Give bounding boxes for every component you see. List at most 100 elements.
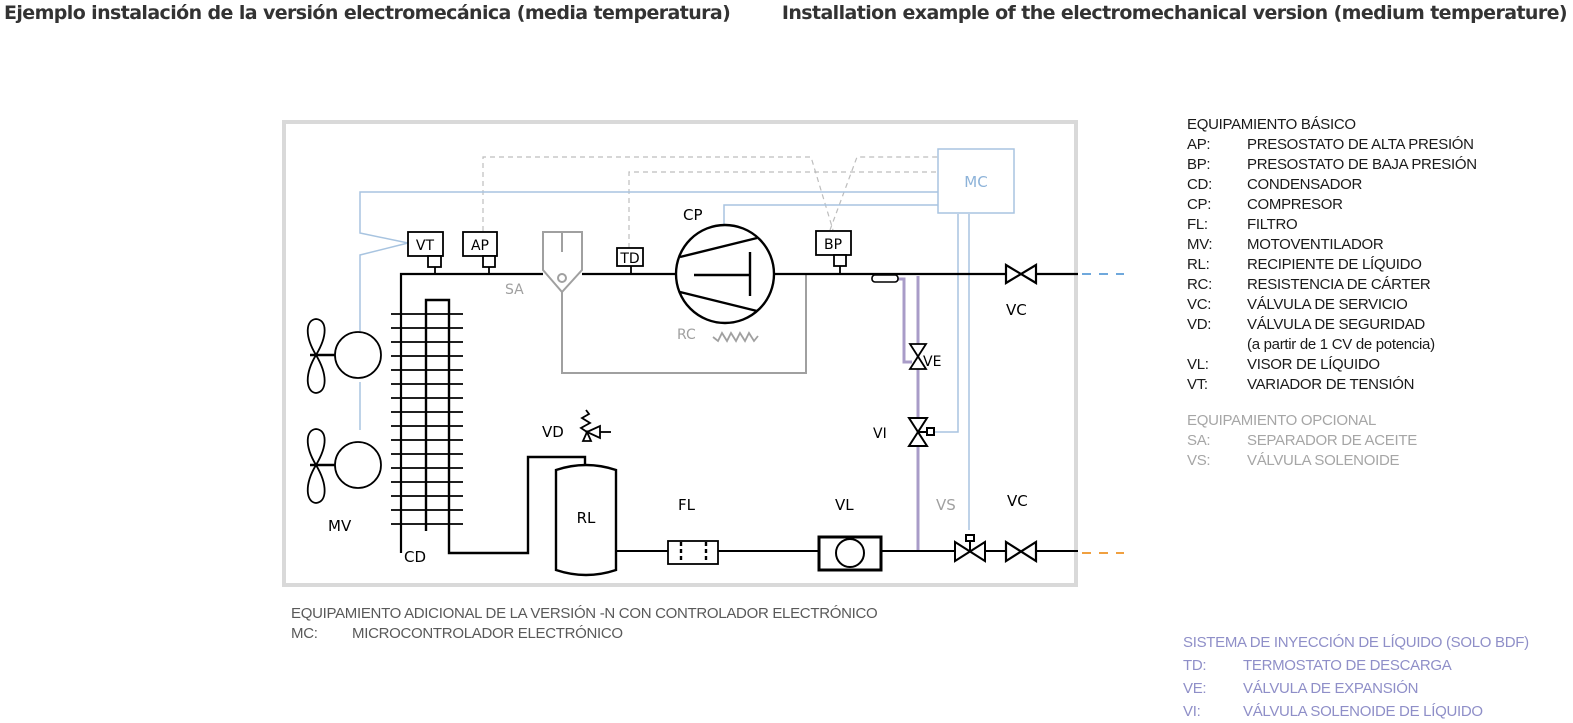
legend-item: SA: SEPARADOR DE ACEITE (1187, 431, 1417, 451)
legend-item: CP: COMPRESOR (1187, 195, 1477, 215)
signal-lines (482, 156, 939, 248)
legend-basic-heading: EQUIPAMIENTO BÁSICO (1187, 116, 1356, 133)
legend-item-code: SA: (1187, 432, 1211, 449)
legend-item-code: AP: (1187, 136, 1211, 153)
legend-item-description: FILTRO (1247, 216, 1298, 233)
legend-injection-heading: SISTEMA DE INYECCIÓN DE LÍQUIDO (SOLO BD… (1183, 634, 1529, 651)
legend-item: FL: FILTRO (1187, 215, 1477, 235)
label-vt: VT (416, 238, 435, 254)
label-cp: CP (683, 206, 703, 224)
fan-motor-1 (306, 318, 382, 394)
legend-item-description: VÁLVULA DE SERVICIO (1247, 296, 1408, 313)
label-vl: VL (835, 496, 854, 514)
filter (667, 540, 719, 565)
vd-safety-valve (579, 409, 611, 442)
receiver-tank (554, 463, 618, 577)
compressor (674, 223, 776, 325)
label-rl: RL (577, 509, 596, 527)
legend-item-description: PRESOSTATO DE ALTA PRESIÓN (1247, 136, 1474, 153)
legend-item-description: MOTOVENTILADOR (1247, 236, 1384, 253)
legend-item: VC: VÁLVULA DE SERVICIO (1187, 295, 1477, 315)
legend-item-code: VS: (1187, 452, 1211, 469)
title-english: Installation example of the electromecha… (781, 2, 1568, 24)
legend-item-code: RC: (1187, 276, 1212, 293)
top-pipe (399, 272, 1078, 553)
legend-item-description: MICROCONTROLADOR ELECTRÓNICO (352, 625, 623, 642)
legend-item-code: BP: (1187, 156, 1211, 173)
legend-item-description: TERMOSTATO DE DESCARGA (1243, 657, 1452, 674)
legend-item: RC:RESISTENCIA DE CÁRTER (1187, 275, 1477, 295)
oil-separator (542, 231, 807, 374)
legend-item: VS: VÁLVULA SOLENOIDE (1187, 451, 1417, 471)
label-vs: VS (936, 496, 956, 514)
legend-item-description: VÁLVULA DE SEGURIDAD (1247, 316, 1425, 333)
legend-item: VT:VARIADOR DE TENSIÓN (1187, 375, 1477, 395)
legend-item: BP: PRESOSTATO DE BAJA PRESIÓN (1187, 155, 1477, 175)
legend-item: RL:RECIPIENTE DE LÍQUIDO (1187, 255, 1477, 275)
legend-item: VI: VÁLVULA SOLENOIDE DE LÍQUIDO (1183, 700, 1529, 723)
injection-nozzle (871, 274, 899, 283)
legend-item-code: MC: (291, 625, 318, 642)
td-sensor (616, 247, 644, 274)
legend-item-code: VL: (1187, 356, 1209, 373)
label-td: TD (619, 251, 639, 267)
legend-item-code: TD: (1183, 657, 1207, 674)
label-bp: BP (824, 237, 842, 253)
vt-sensor (407, 231, 444, 274)
legend-item-code: VT: (1187, 376, 1208, 393)
legend-item-description: PRESOSTATO DE BAJA PRESIÓN (1247, 156, 1477, 173)
label-cd: CD (404, 548, 426, 566)
legend-liquid-injection: SISTEMA DE INYECCIÓN DE LÍQUIDO (SOLO BD… (1183, 631, 1529, 723)
legend-item-description: SEPARADOR DE ACEITE (1247, 432, 1417, 449)
ve-valve (908, 343, 928, 370)
label-vc-bottom: VC (1007, 492, 1028, 510)
label-vc-top: VC (1006, 301, 1027, 319)
label-vd: VD (542, 423, 564, 441)
bp-sensor (815, 230, 852, 274)
legend-item-description: VÁLVULA DE EXPANSIÓN (1243, 680, 1419, 697)
legend-item-description: VÁLVULA SOLENOIDE (1247, 452, 1400, 469)
legend-optional-equipment: EQUIPAMIENTO OPCIONAL SA: SEPARADOR DE AC… (1187, 411, 1417, 471)
legend-item-code: CP: (1187, 196, 1212, 213)
legend-item-code: MV: (1187, 236, 1213, 253)
legend-item-description: VÁLVULA SOLENOIDE DE LÍQUIDO (1243, 703, 1483, 720)
legend-vd-note: (a partir de 1 CV de potencia) (1247, 336, 1435, 353)
legend-optional-heading: EQUIPAMIENTO OPCIONAL (1187, 412, 1377, 429)
legend-item-code: VI: (1183, 703, 1201, 720)
legend-item-code: VC: (1187, 296, 1212, 313)
legend-item: CD:CONDENSADOR (1187, 175, 1477, 195)
legend-basic-equipment: EQUIPAMIENTO BÁSICO AP: PRESOSTATO DE ALT… (1187, 115, 1477, 395)
legend-item-code: FL: (1187, 216, 1208, 233)
condenser (391, 298, 587, 555)
control-lines (359, 191, 970, 530)
vs-solenoid-valve (954, 534, 986, 563)
fan-motor-2 (306, 428, 382, 504)
sight-glass (817, 535, 883, 572)
legend-item: AP: PRESOSTATO DE ALTA PRESIÓN (1187, 135, 1477, 155)
vc-bottom-valve (1004, 540, 1038, 563)
mc-box (937, 148, 1015, 214)
label-mc: MC (964, 173, 987, 191)
legend-item-code: VE: (1183, 680, 1207, 697)
legend-item-description: CONDENSADOR (1247, 176, 1363, 193)
label-sa: SA (505, 282, 524, 298)
label-ap: AP (471, 238, 489, 254)
legend-item: MV: MOTOVENTILADOR (1187, 235, 1477, 255)
label-ve: VE (923, 354, 941, 370)
legend-item-description: RECIPIENTE DE LÍQUIDO (1247, 256, 1422, 273)
ap-sensor (462, 231, 498, 274)
title-spanish: Ejemplo instalación de la versión electr… (4, 2, 731, 24)
label-vi: VI (873, 426, 887, 442)
legend-item-description: COMPRESOR (1247, 196, 1343, 213)
label-mv: MV (328, 517, 352, 535)
legend-item-code: VD: (1187, 316, 1212, 333)
crankcase-heater (712, 331, 759, 343)
legend-additional-equipment: EQUIPAMIENTO ADICIONAL DE LA VERSIÓN -N … (291, 604, 878, 644)
vc-top-valve (1004, 263, 1038, 285)
legend-item: MC: MICROCONTROLADOR ELECTRÓNICO (291, 624, 877, 644)
injection-line (888, 276, 920, 550)
vi-valve (907, 417, 935, 447)
legend-item: VE: VÁLVULA DE EXPANSIÓN (1183, 677, 1529, 700)
legend-item: VL:VISOR DE LÍQUIDO (1187, 355, 1477, 375)
